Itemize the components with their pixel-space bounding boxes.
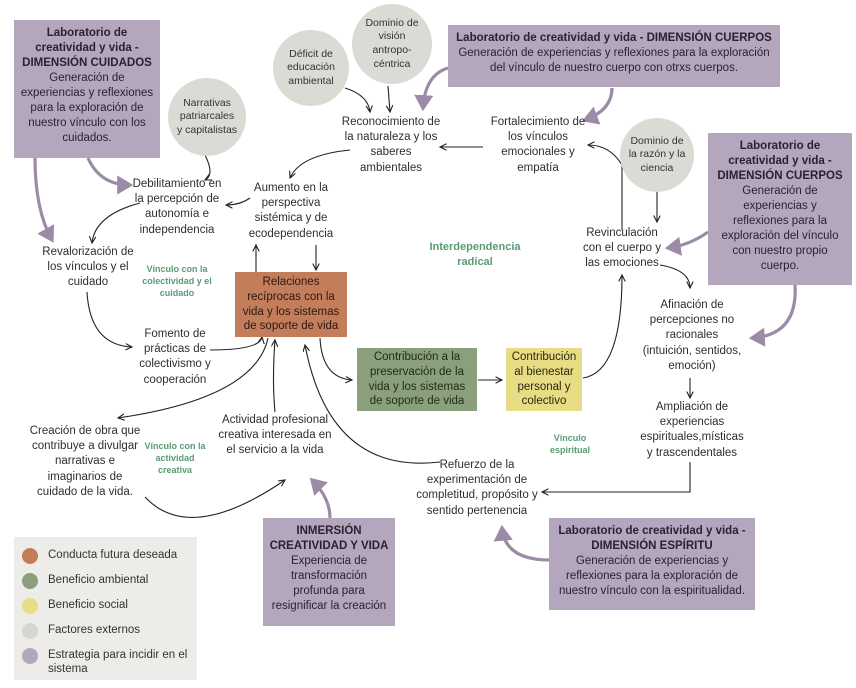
- node-ampliacion: Ampliación de experiencias espirituales,…: [640, 401, 744, 459]
- core-relaciones: Relaciones recíprocas con la vida y los …: [235, 272, 347, 337]
- legend-item: Estrategia para incidir en el sistema: [22, 648, 189, 677]
- lab-cuerpos-right-text: Generación de experiencias y reflexiones…: [721, 184, 839, 272]
- legend-swatch: [22, 548, 38, 564]
- lab-espiritu: Laboratorio de creatividad y vida - DIME…: [549, 518, 755, 610]
- lab-cuerpos-top-text: Generación de experiencias y reflexiones…: [458, 46, 770, 74]
- node-creacion: Creación de obra que contribuye a divulg…: [29, 425, 141, 498]
- node-reconocimiento: Reconocimiento de la naturaleza y los sa…: [341, 116, 441, 174]
- lab-cuidados-title: Laboratorio de creatividad y vida - DIME…: [22, 27, 152, 69]
- node-revinculacion: Revinculación con el cuerpo y las emocio…: [583, 227, 661, 270]
- lab-cuerpos-right: Laboratorio de creatividad y vida - DIME…: [708, 133, 852, 285]
- lab-espiritu-text: Generación de experiencias y reflexiones…: [558, 554, 746, 597]
- legend-item: Beneficio ambiental: [22, 573, 189, 589]
- external-deficit: Déficit de educación ambiental: [273, 30, 349, 106]
- external-dominio-razon: Dominio de la razón y la ciencia: [620, 118, 694, 192]
- legend-swatch: [22, 573, 38, 589]
- node-refuerzo: Refuerzo de la experimentación de comple…: [416, 459, 538, 517]
- loop-label-colectividad: Vínculo con la colectividad y el cuidado: [142, 264, 212, 299]
- node-actividad: Actividad profesional creativa interesad…: [218, 414, 332, 457]
- lab-cuidados-text: Generación de experiencias y reflexiones…: [20, 71, 154, 144]
- legend-label: Estrategia para incidir en el sistema: [48, 649, 188, 676]
- legend-swatch: [22, 623, 38, 639]
- legend-label: Factores externos: [48, 624, 141, 636]
- lab-cuerpos-right-title: Laboratorio de creatividad y vida - DIME…: [717, 140, 843, 182]
- lab-espiritu-title: Laboratorio de creatividad y vida - DIME…: [558, 525, 746, 552]
- legend-item: Factores externos: [22, 623, 189, 639]
- loop-label-espiritual: Vínculo espiritual: [549, 433, 590, 456]
- lab-cuerpos-top-title: Laboratorio de creatividad y vida - DIME…: [456, 32, 772, 44]
- core-contribucion-ambiental: Contribución a la preservación de la vid…: [357, 348, 477, 411]
- core-contribucion-social: Contribución al bienestar personal y col…: [506, 348, 582, 411]
- external-dominio-vision: Dominio de visión antropo-céntrica: [352, 4, 432, 84]
- inmersion-box: INMERSIÓN CREATIVIDAD Y VIDA Experiencia…: [263, 518, 395, 626]
- node-fomento: Fomento de prácticas de colectivismo y c…: [139, 328, 211, 386]
- node-debilitamiento: Debilitamiento en la percepción de auton…: [132, 178, 222, 236]
- lab-cuerpos-top: Laboratorio de creatividad y vida - DIME…: [448, 25, 780, 87]
- loop-label-creativa: Vínculo con la actividad creativa: [144, 441, 206, 476]
- legend-item: Conducta futura deseada: [22, 548, 189, 564]
- legend-label: Beneficio social: [48, 599, 128, 611]
- node-fortalecimiento: Fortalecimiento de los vínculos emociona…: [490, 116, 586, 174]
- node-aumento: Aumento en la perspectiva sistémica y de…: [248, 182, 334, 240]
- inmersion-title: INMERSIÓN CREATIVIDAD Y VIDA: [269, 525, 389, 552]
- inmersion-text: Experiencia de transformación profunda p…: [271, 554, 387, 612]
- node-revalorizacion: Revalorización de los vínculos y el cuid…: [42, 246, 134, 289]
- node-afinacion: Afinación de percepciones no racionales …: [642, 299, 742, 372]
- external-narrativas: Narrativas patriarcales y capitalistas: [168, 78, 246, 156]
- legend-label: Conducta futura deseada: [48, 549, 178, 561]
- lab-cuidados: Laboratorio de creatividad y vida - DIME…: [14, 20, 160, 158]
- legend-item: Beneficio social: [22, 598, 189, 614]
- legend: Conducta futura deseada Beneficio ambien…: [14, 537, 197, 680]
- legend-label: Beneficio ambiental: [48, 574, 149, 586]
- legend-swatch: [22, 598, 38, 614]
- legend-swatch: [22, 648, 38, 664]
